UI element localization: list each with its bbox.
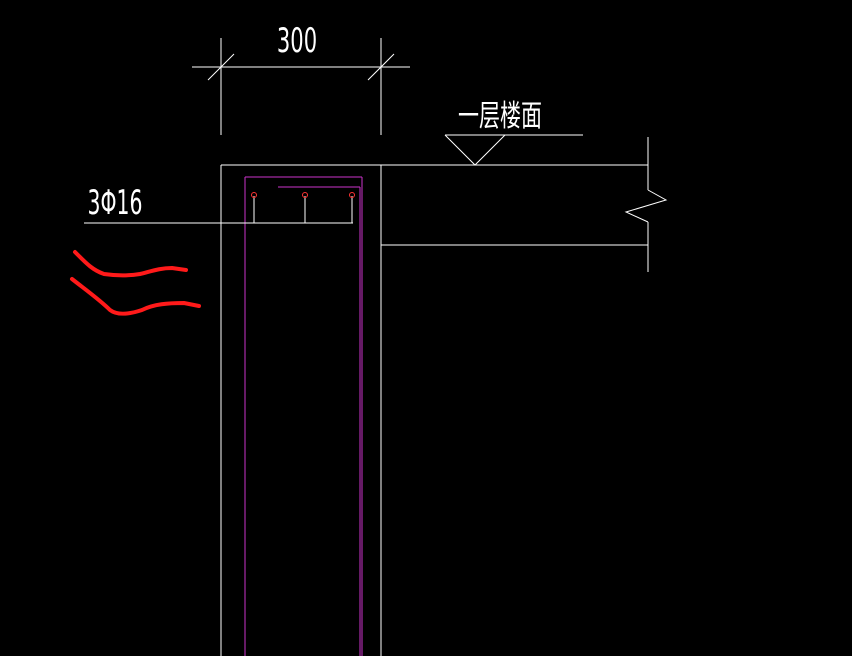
rebar-label: 3Φ16 — [88, 182, 143, 222]
structure-outline — [220, 137, 668, 656]
rebar-point-2 — [302, 192, 308, 198]
dimension-tick-right — [367, 53, 395, 81]
rebar-point-3 — [349, 192, 355, 198]
stirrup-outline — [244, 176, 363, 656]
dimension-tick-left — [207, 53, 235, 81]
rebar-point-1 — [251, 192, 257, 198]
red-stroke-1 — [73, 250, 188, 278]
dimension-value: 300 — [277, 21, 317, 61]
rebar-points — [251, 192, 355, 198]
dimension-300 — [192, 38, 410, 135]
floor-label: 一层楼面 — [458, 99, 542, 134]
rebar-leader — [84, 196, 353, 224]
red-annotation-marks — [70, 250, 201, 316]
break-symbol — [624, 189, 668, 223]
red-stroke-2 — [70, 277, 201, 316]
